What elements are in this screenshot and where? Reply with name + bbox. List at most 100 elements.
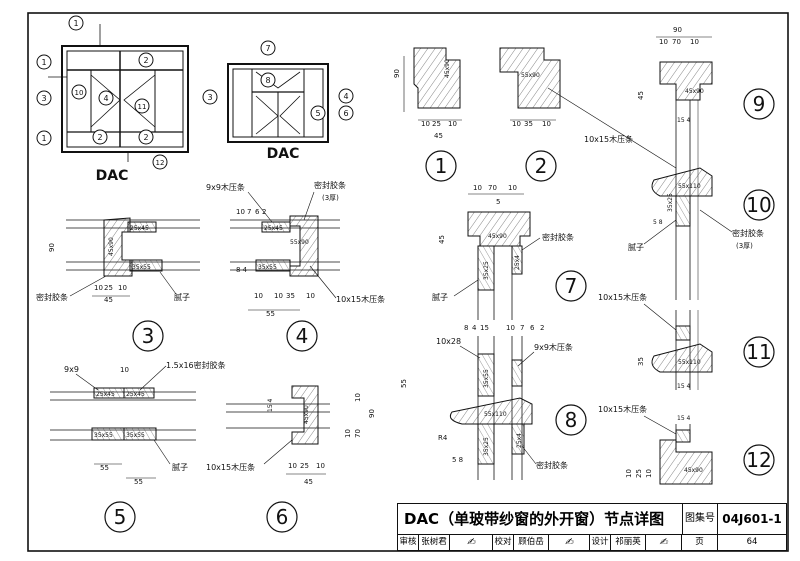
sheet-frame <box>27 12 789 552</box>
detail-number: 6 <box>276 505 289 529</box>
checker-name: 顾伯岳 <box>514 535 549 550</box>
detail-number: 7 <box>565 274 578 298</box>
dimension-label: 35x25 <box>483 437 490 456</box>
dimension-label: 10 <box>512 120 521 128</box>
dimension-label: 5 8 <box>452 456 463 464</box>
detail-number: 8 <box>565 408 578 432</box>
review-label: 审核 <box>398 535 419 550</box>
dimension-label: 25 <box>104 284 113 292</box>
dimension-label: 45x90 <box>303 405 310 424</box>
callout-number: 3 <box>41 94 46 103</box>
dimension-label: 10 <box>625 469 633 478</box>
dimension-label: 10 <box>316 462 325 470</box>
callout-number: 1 <box>73 19 78 28</box>
detail-7-drawing: 10 70 10 5 45x90 35x25 25x4 45 <box>438 184 531 320</box>
detail-number: 11 <box>746 340 771 364</box>
detail-number: 2 <box>535 154 548 178</box>
dimension-label: 35x55 <box>258 264 277 271</box>
detail-9-drawing: 90 10 70 10 45x90 15 4 45 55x110 35x25 5… <box>637 26 713 300</box>
dimension-label: 55 <box>134 478 143 486</box>
label-bead: 10x15木压条 <box>584 134 633 144</box>
dimension-label: 90 <box>673 26 682 34</box>
label-9x9: 9x9 <box>64 365 79 374</box>
detail-3-drawing: 25x45 35x55 45x90 90 10 25 10 45 <box>48 217 200 304</box>
dimension-label: 25 <box>300 462 309 470</box>
callout-number: 3 <box>207 93 212 102</box>
drawing-title: DAC（单玻带纱窗的外开窗）节点详图 <box>404 510 665 528</box>
reviewer-signature: ✍︎ <box>450 535 493 550</box>
label-seal-thk: (3厚) <box>322 194 339 202</box>
elevation-right-callouts: 7 8 3 4 5 6 DAC <box>202 40 354 162</box>
designer-signature: ✍︎ <box>646 535 682 550</box>
dimension-label: 45x90 <box>685 88 704 95</box>
label-seal: 密封胶条 <box>36 292 68 302</box>
detail-number: 12 <box>746 448 771 472</box>
label-putty: 腻子 <box>628 243 644 252</box>
dimension-label: 55 <box>400 379 408 388</box>
dimension-label: 10 <box>274 292 283 300</box>
dimension-label: 10 <box>473 184 482 192</box>
dimension-label: 70 <box>672 38 681 46</box>
detail-number-circle <box>266 501 298 533</box>
reviewer-name: 张树君 <box>419 535 450 550</box>
atlas-number: 04J601-1 <box>722 512 782 526</box>
title-row: DAC（单玻带纱窗的外开窗）节点详图 图集号 04J601-1 <box>398 504 786 535</box>
callout-number: 4 <box>103 94 108 103</box>
dimension-label: 45 <box>104 296 113 304</box>
dimension-label: 35x55 <box>483 369 490 388</box>
dimension-label: 25 <box>432 120 441 128</box>
dimension-label: 6 <box>530 324 535 332</box>
dimension-label: 45 <box>434 132 443 140</box>
dimension-label: 45 <box>304 478 313 486</box>
callout-number: 5 <box>315 109 320 118</box>
design-label: 设计 <box>590 535 611 550</box>
dimension-label: 10 <box>118 284 127 292</box>
detail-number: 1 <box>435 154 448 178</box>
dimension-label: 55x90 <box>521 72 540 79</box>
detail-1-drawing: 90 45x90 10 25 10 45 <box>393 47 462 140</box>
page-label: 页 <box>682 535 718 550</box>
detail-number-circle <box>743 88 775 120</box>
dimension-label: 15 4 <box>677 383 691 390</box>
checker-signature: ✍︎ <box>549 535 590 550</box>
elevation-label: DAC <box>267 146 300 162</box>
dimension-label: 10 <box>120 366 129 374</box>
detail-number-circle <box>104 501 136 533</box>
dimension-label: 55 <box>100 464 109 472</box>
dimension-label: 10 <box>508 184 517 192</box>
dimension-label: 35 <box>286 292 295 300</box>
dimension-label: 7 <box>247 208 251 216</box>
dimension-label: 55x110 <box>484 411 507 418</box>
detail-12-drawing: 15 4 45x90 10 25 10 <box>625 415 713 485</box>
label-bead-9x9: 9x9木压条 <box>206 182 245 192</box>
elevation-right <box>227 63 329 143</box>
label-bead: 10x15木压条 <box>598 404 647 414</box>
label-bead: 10x15木压条 <box>206 462 255 472</box>
dimension-label: 90 <box>393 69 401 78</box>
detail-number-circle <box>425 150 457 182</box>
detail-6-drawing: 45x90 15 4 10 70 10 90 10 25 10 45 <box>226 385 376 486</box>
dimension-label: 10 <box>690 38 699 46</box>
callout-number: 2 <box>143 56 148 65</box>
dimension-label: 10 <box>506 324 515 332</box>
dimension-label: 10 <box>448 120 457 128</box>
dimension-label: 15 4 <box>677 415 691 422</box>
callout-number: 4 <box>343 92 348 101</box>
label-seal-thk: (3厚) <box>736 242 753 250</box>
dimension-label: 90 <box>48 243 56 252</box>
label-10x28: 10x28 <box>436 337 461 346</box>
dimension-label: 45 <box>637 91 645 100</box>
detail-number: 5 <box>114 505 127 529</box>
dimension-label: 35 <box>524 120 533 128</box>
dimension-label: 35x55 <box>126 432 145 439</box>
dimension-label: 55x110 <box>678 359 701 366</box>
dimension-label: 55x90 <box>290 239 309 246</box>
dimension-label: 25x45 <box>130 225 149 232</box>
dimension-label: 10 <box>659 38 668 46</box>
elevation-left-callouts: 1 3 1 1 2 10 4 11 2 2 12 DAC <box>36 15 168 184</box>
dimension-label: 25 <box>635 469 643 478</box>
dimension-label: 5 <box>496 198 500 206</box>
detail-number: 3 <box>142 324 155 348</box>
detail-number: 4 <box>296 324 309 348</box>
